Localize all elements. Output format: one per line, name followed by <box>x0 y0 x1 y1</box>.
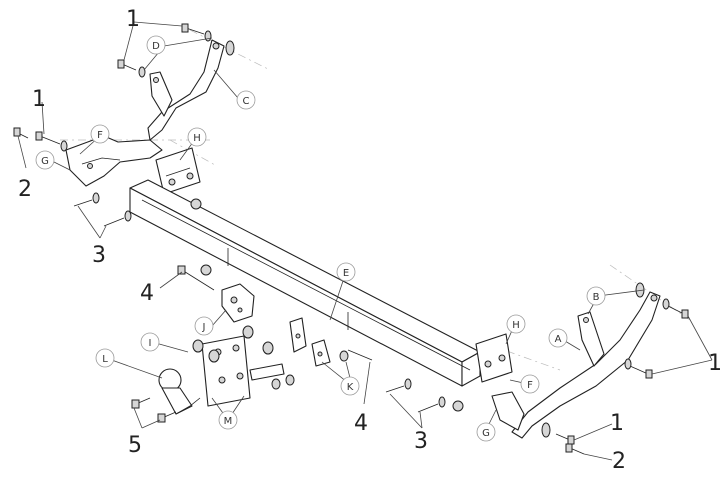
part-number-label: 5 <box>128 433 142 458</box>
callout-bubble <box>336 262 356 282</box>
part-number-label: 1 <box>610 411 624 436</box>
part-letter-label: K <box>347 382 354 393</box>
part-number-label: 4 <box>140 281 154 306</box>
bolts-group-5 <box>131 397 177 423</box>
part-letter-label: F <box>97 130 103 141</box>
callout-bubble <box>218 410 238 430</box>
part-number-label: 3 <box>92 243 106 268</box>
hitch-assembly <box>177 264 295 407</box>
leader-lines <box>17 21 713 461</box>
callout-bubble <box>506 314 526 334</box>
callout-bubble <box>146 35 166 55</box>
ball-hitch <box>158 368 201 415</box>
callout-bubble <box>476 422 496 442</box>
left-bracket-c <box>147 39 225 141</box>
callout-bubble <box>95 348 115 368</box>
part-letter-label: I <box>149 338 152 349</box>
part-number-label: 1 <box>32 87 46 112</box>
part-number-label: 1 <box>126 7 140 32</box>
part-letter-label: G <box>41 156 49 167</box>
callout-bubble <box>35 150 55 170</box>
left-mount-plate <box>155 147 201 195</box>
part-letter-label: D <box>152 41 160 52</box>
callout-bubble <box>586 286 606 306</box>
bolts-group-3-right <box>385 378 464 413</box>
part-number-label: 2 <box>18 177 32 202</box>
right-mount-plate <box>475 333 513 383</box>
letter-callouts: D C F G H E J I L M K H F G B A <box>35 35 606 442</box>
part-number-label: 2 <box>612 449 626 474</box>
part-letter-label: F <box>527 380 533 391</box>
callout-bubble <box>187 127 207 147</box>
part-number-label: 1 <box>708 351 722 376</box>
callout-bubble <box>236 90 256 110</box>
callout-bubble <box>340 376 360 396</box>
part-letter-label: E <box>343 268 349 279</box>
bolts-group-3-left <box>73 192 202 227</box>
callout-bubble <box>140 332 160 352</box>
callout-bubble <box>90 124 110 144</box>
left-lower-bracket <box>65 135 163 187</box>
part-numbers: 1 1 2 3 4 4 3 5 1 1 2 <box>18 7 722 474</box>
part-letter-label: A <box>555 334 562 345</box>
part-letter-label: B <box>593 292 600 303</box>
part-letter-label: L <box>102 354 108 365</box>
callout-bubble <box>548 328 568 348</box>
part-letter-label: H <box>512 320 520 331</box>
bolts-top-left <box>13 23 235 152</box>
main-cross-beam <box>129 179 481 387</box>
right-bracket <box>491 291 661 439</box>
part-letter-label: J <box>202 322 206 333</box>
part-letter-label: H <box>193 133 201 144</box>
callout-bubble <box>520 374 540 394</box>
callout-bubble <box>194 316 214 336</box>
part-number-label: 3 <box>414 429 428 454</box>
part-number-label: 4 <box>354 411 368 436</box>
part-letter-label: M <box>224 416 233 427</box>
part-letter-label: G <box>482 428 490 439</box>
k-brackets <box>289 317 373 367</box>
part-letter-label: C <box>243 96 250 107</box>
